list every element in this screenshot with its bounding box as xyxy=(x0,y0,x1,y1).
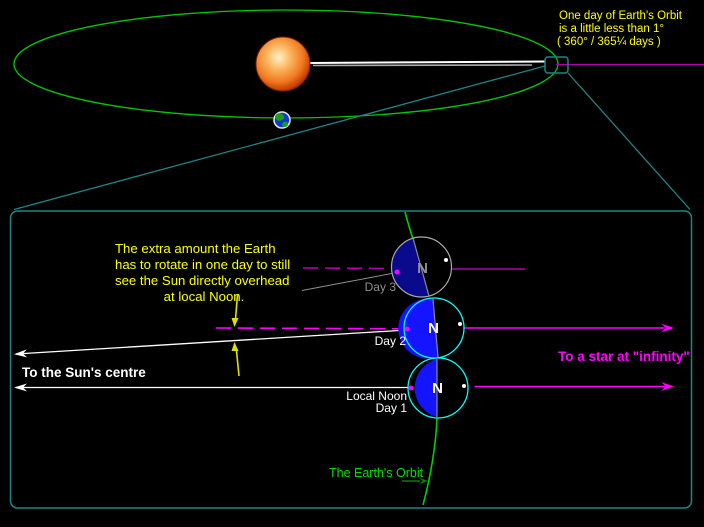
star-direction-arrow-day1 xyxy=(468,382,674,391)
sun xyxy=(255,36,311,92)
day2-label: Day 2 xyxy=(375,334,407,348)
orbit-caption: One day of Earth's Orbit is a little les… xyxy=(557,10,683,48)
day1-label-line1: Local Noon xyxy=(346,389,407,403)
day3-night-half xyxy=(390,238,429,298)
day1-day-half xyxy=(437,358,475,419)
sun-direction-line-day2 xyxy=(14,329,408,358)
callout-line-left xyxy=(13,65,546,211)
explanation-line-4: at local Noon. xyxy=(164,289,245,304)
callout-line-right xyxy=(567,72,691,210)
orbit-label: The Earth's Orbit xyxy=(329,466,424,480)
explanation-text: The extra amount the Earth has to rotate… xyxy=(115,241,290,304)
sun-sight-line-lower xyxy=(312,64,533,67)
sun-direction-line-day3 xyxy=(301,272,398,291)
detail-panel-border xyxy=(9,210,693,509)
noon-marker-day1 xyxy=(408,385,414,391)
sun-sight-line-upper xyxy=(309,60,546,64)
caption-line-1: One day of Earth's Orbit xyxy=(559,10,683,22)
earth xyxy=(273,111,291,129)
star-dot-day2 xyxy=(458,322,462,326)
noon-reference-dashed-day2 xyxy=(215,327,405,330)
caption-line-2: is a little less than 1° xyxy=(559,23,664,35)
orbit-curve-lower xyxy=(422,417,438,506)
star-direction-arrow-day2 xyxy=(464,323,674,333)
day3-label: Day 3 xyxy=(365,280,397,294)
extra-rotation-arrow-up xyxy=(231,342,240,377)
explanation-line-3: see the Sun directly overhead xyxy=(115,273,289,288)
orbit-overview: One day of Earth's Orbit is a little les… xyxy=(13,9,704,211)
noon-marker-day2 xyxy=(404,326,410,332)
orbit-label-arrow xyxy=(402,477,428,485)
explanation-line-2: has to rotate in one day to still xyxy=(115,257,290,272)
explanation-line-1: The extra amount the Earth xyxy=(115,241,276,256)
day3-day-half xyxy=(413,236,452,296)
orbit-curve-upper xyxy=(404,211,414,240)
star-dot-day1 xyxy=(462,384,466,388)
north-label-day2: N xyxy=(428,320,439,337)
day2-earth: N xyxy=(398,297,465,359)
day2-terminator xyxy=(432,298,439,358)
zoom-region-box xyxy=(544,56,569,74)
day1-night-half xyxy=(414,359,437,417)
zoom-detail-panel: The extra amount the Earth has to rotate… xyxy=(9,210,693,509)
extra-rotation-arrow-down xyxy=(231,294,239,327)
day3-earth: N xyxy=(390,236,453,298)
day1-label: Local Noon Day 1 xyxy=(346,389,407,415)
day3-outline xyxy=(390,236,453,298)
sun-direction-label: To the Sun's centre xyxy=(22,365,146,380)
caption-line-3: ( 360° / 365¼ days ) xyxy=(557,36,661,48)
day1-outline xyxy=(407,357,469,419)
star-dot-day3 xyxy=(444,258,448,262)
day1-earth: N xyxy=(407,357,475,419)
noon-marker-day3 xyxy=(394,269,400,275)
day3-terminator xyxy=(412,237,430,297)
noon-reference-dashed-day3 xyxy=(302,267,393,270)
day2-day-half xyxy=(433,299,459,357)
north-label-day1: N xyxy=(432,380,443,397)
north-label-day3: N xyxy=(417,260,428,277)
sun-direction-line-day1 xyxy=(14,383,411,392)
day1-label-line2: Day 1 xyxy=(376,401,408,415)
star-direction-label: To a star at "infinity" xyxy=(558,349,690,364)
